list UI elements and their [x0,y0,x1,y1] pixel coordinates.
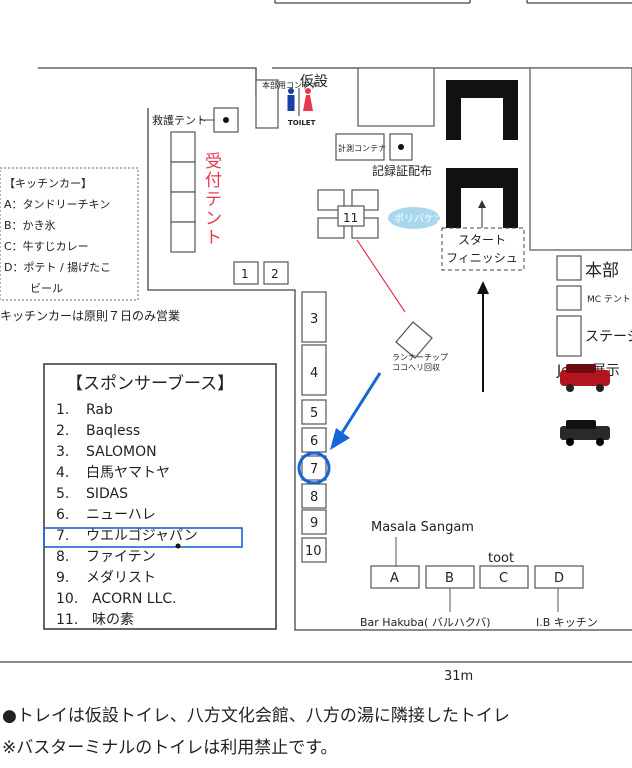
start-finish-box [441,227,525,271]
sponsor-num-10: 10. [56,591,78,607]
stall-c-label: C [499,571,508,586]
food-stall-c [479,565,529,589]
temp-toilet-label: 仮設 [300,74,328,90]
highlight-circle [297,451,331,485]
kitchen-item-d: D：ポテト / 揚げたこ [4,261,111,274]
kitchen-item-d2: ビール [30,282,63,295]
sponsor-name-2: Baqless [86,423,140,439]
booth-9-label: 9 [310,516,318,531]
food-stall-d [534,565,584,589]
booth-1 [233,261,259,285]
sponsor-name-9: メダリスト [86,570,156,586]
jeep-black-icon [560,420,610,446]
reception-tent-label: 受付 テン ト [205,152,227,248]
kitchen-item-c: C：牛すじカレー [4,239,89,253]
building-right [529,67,632,251]
timing-container [335,133,385,161]
booth-8-label: 8 [310,490,318,505]
booth-6-label: 6 [310,434,318,449]
distance-label: 31m [444,669,473,684]
booth-7-label: 7 [310,462,318,477]
sponsor-name-3: SALOMON [86,444,157,460]
toilet-icon [287,88,313,116]
reception-tents [170,131,196,253]
sponsor-name-8: ファイテン [86,549,156,565]
sponsor-num-11: 11. [56,612,78,628]
sponsor-name-7: ウエルゴジャパン [86,527,198,544]
hq-label: 本部 [585,261,619,281]
note-bus-terminal: ※バスターミナルのトイレは利用禁止です。 [2,738,338,758]
poly-bucket-label: ポリバケツ [394,213,444,225]
record-cert-label: 記録証配布 [372,163,432,178]
hq-booth [556,255,582,281]
stage-label: ステージ [585,329,632,345]
timing-container-label: 計測コンテナ [338,143,386,153]
stage-booth [556,315,582,357]
masala-label: Masala Sangam [371,520,474,535]
sponsor-num-7: 7. [56,528,69,544]
booth-1-label: 1 [241,267,249,281]
sponsor-num-3: 3. [56,444,69,460]
jeep-red-icon [560,364,610,392]
start-arch-south [446,168,518,228]
note-toilet: ●トレイは仮設トイレ、八方文化会館、八方の湯に隣接したトイレ [2,706,510,726]
highlight-arrow [338,372,382,437]
booth-10-label: 10 [305,544,322,559]
sponsor-highlight-box [43,527,243,548]
sponsor-rows: 1. Rab 2. Baqless 3. SALOMON 4. 白馬ヤマトヤ 5. SIDAS 6.… [56,402,198,628]
sponsor-name-10: ACORN LLC. [92,591,177,607]
sponsor-num-5: 5. [56,486,69,502]
stall-d-label: D [554,571,564,586]
kitchen-item-b: B：かき氷 [4,219,56,232]
sponsor-num-9: 9. [56,570,69,586]
sponsor-name-11: 味の素 [92,612,134,628]
sponsor-num-8: 8. [56,549,69,565]
booth-11-cluster [317,189,379,239]
mc-tent-label: MC テント [587,294,631,305]
sponsor-name-5: SIDAS [86,486,128,502]
food-stall-a [370,565,420,589]
kitchen-car-legend [0,167,139,301]
kitchen-title: 【キッチンカー】 [4,177,92,190]
booth-4-label: 4 [310,366,318,381]
honbu-container-label: 本部用コンテナ [262,80,318,90]
sponsor-name-6: ニューハレ [86,507,156,523]
chip-collection-box [395,321,433,359]
kitchen-note: キッチンカーは原則７日のみ営業 [0,309,180,323]
poly-bucket [388,207,440,229]
sponsor-booth-list [43,363,277,630]
start-finish-label: スタートフィニッシュ [446,233,518,265]
sponsor-num-6: 6. [56,507,69,523]
booth-3-label: 3 [310,312,318,327]
booth-2-label: 2 [271,267,279,281]
sponsor-num-1: 1. [56,402,69,418]
booth-column [301,291,327,563]
chip-collection-label: ランナーチップココへリ回収 [392,353,448,372]
start-arch-north [446,80,518,140]
sponsor-name-4: 白馬ヤマトヤ [86,465,170,481]
booth-5-label: 5 [310,406,318,421]
sponsor-num-4: 4. [56,465,69,481]
notes: ●トレイは仮設トイレ、八方文化会館、八方の湯に隣接したトイレ ※バスターミナルの… [0,700,632,764]
stall-b-label: B [445,571,454,586]
bar-hakuba-label: Bar Hakuba( バルハクバ) [360,616,491,629]
toot-label: toot [488,551,514,566]
sponsor-name-1: Rab [86,402,113,418]
booth-11-label: 11 [343,211,358,225]
rescue-tent-label: 救護テント [152,113,207,127]
honbu-container [255,79,279,129]
empty-structure [357,67,435,127]
sponsor-num-2: 2. [56,423,69,439]
ib-kitchen-label: I.B キッチン [536,616,598,629]
stall-a-label: A [390,571,399,586]
mc-tent-booth [556,285,582,311]
kitchen-item-a: A：タンドリーチキン [4,198,110,211]
venue-map: 本部用コンテナ 仮設 TOILET 救護テント 受付 テン ト 計測コンテナ 記… [0,0,632,684]
sponsor-title: 【スポンサーブース】 [66,373,234,394]
toilet-label: TOILET [288,119,316,127]
booth-2 [263,261,289,285]
